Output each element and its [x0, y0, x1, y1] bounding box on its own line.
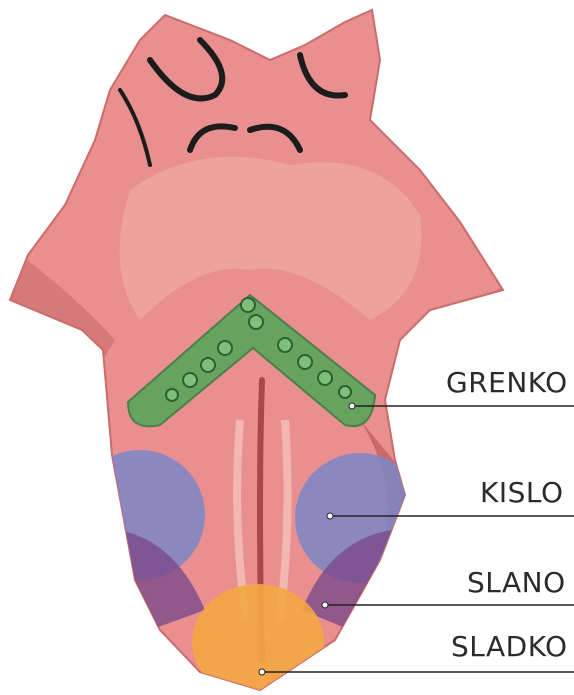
sweet-label: SLADKO: [451, 630, 568, 663]
bitter-label: GRENKO: [446, 366, 568, 399]
bitter-leader-dot: [349, 403, 355, 409]
salty-leader-dot: [322, 602, 328, 608]
salty-label: SLANO: [467, 566, 566, 599]
sour-leader-dot: [327, 513, 333, 519]
sour-label: KISLO: [480, 476, 564, 509]
sweet-leader-dot: [259, 669, 265, 675]
sweet-zone: [192, 584, 324, 695]
